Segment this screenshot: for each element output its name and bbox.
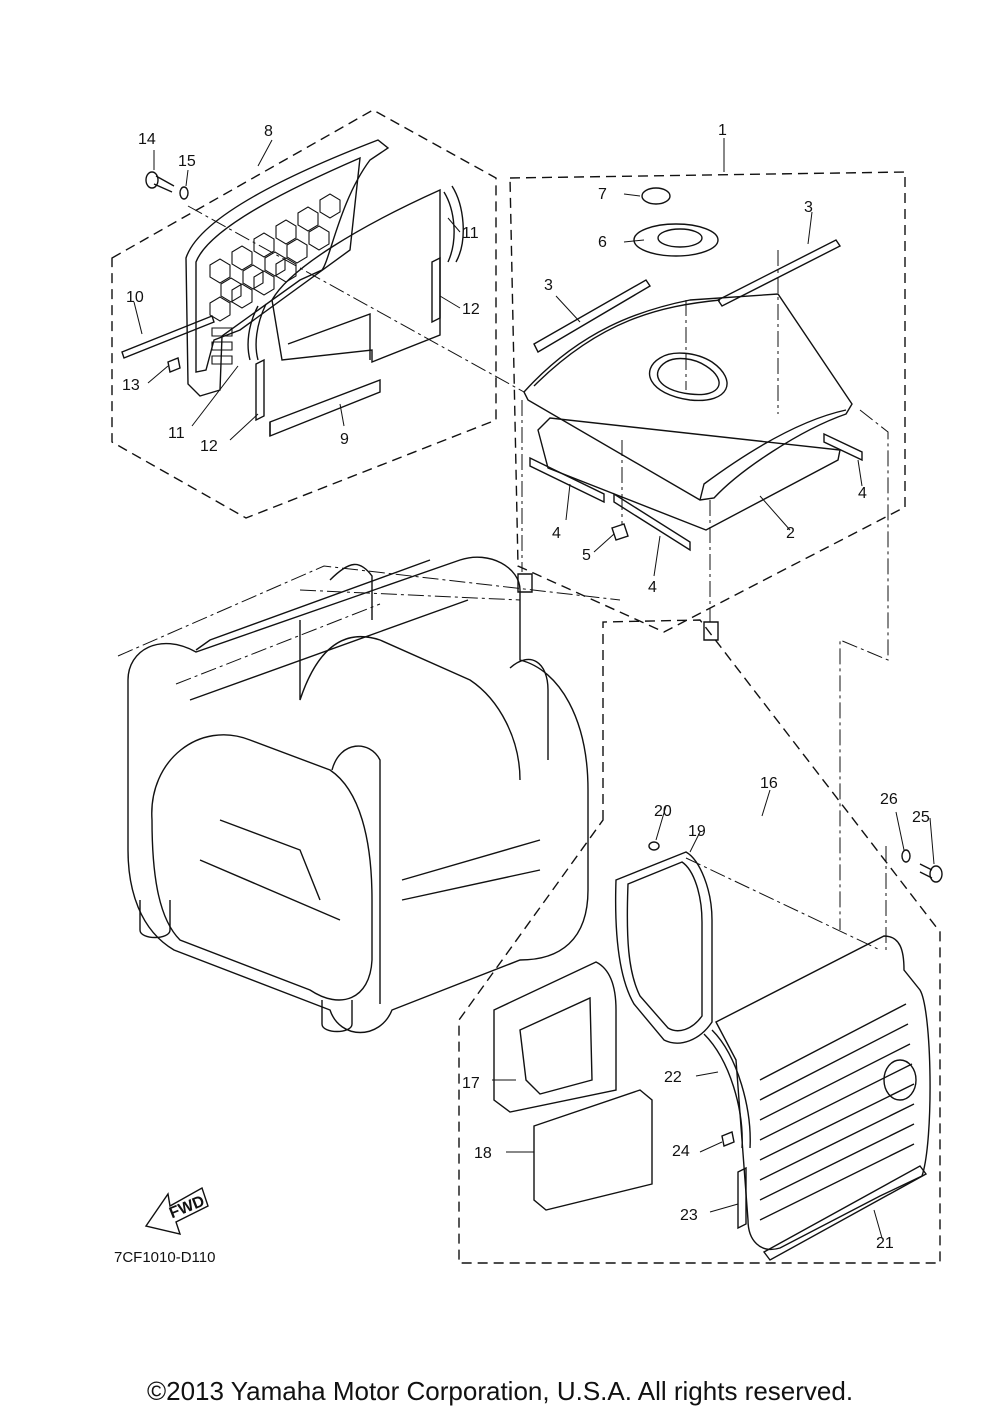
part-4-strip-mid [613, 492, 691, 552]
part-20-o-ring [648, 841, 660, 851]
part-9-seal [269, 378, 381, 438]
drawing-code: 7CF1010-D110 [114, 1249, 215, 1266]
group-box-1 [509, 171, 906, 633]
part-12-strip-lower [255, 358, 265, 422]
callout-labels: 1233444567891011111212131415161718192021… [122, 122, 930, 1252]
callout-10: 10 [126, 289, 144, 306]
part-11-seal-upper [443, 185, 464, 263]
callout-12a: 12 [462, 301, 480, 318]
callout-18: 18 [474, 1145, 492, 1162]
part-1-top-cover [523, 293, 853, 501]
callout-21: 21 [876, 1235, 894, 1252]
part-4-strip-right [823, 432, 863, 462]
part-12-strip-upper [431, 256, 441, 324]
callout-1: 1 [718, 122, 727, 139]
copyright-notice: ©2013 Yamaha Motor Corporation, U.S.A. A… [146, 1376, 854, 1406]
part-3-strip-left [533, 279, 651, 353]
callout-2: 2 [786, 525, 795, 542]
callout-3a: 3 [544, 277, 553, 294]
callout-20: 20 [654, 803, 672, 820]
callout-13: 13 [122, 377, 140, 394]
part-14-bolt [145, 171, 175, 193]
alignment-lines [117, 205, 889, 951]
callout-15: 15 [178, 153, 196, 170]
callout-11a: 11 [462, 225, 479, 242]
part-5-clip [611, 523, 629, 541]
callout-24: 24 [672, 1143, 690, 1160]
part-11-seal-lower [247, 303, 267, 361]
part-23-strip [737, 1166, 747, 1230]
part-7-cap [641, 187, 671, 205]
rubber-mount-right [703, 621, 719, 641]
part-8-rear-cover [185, 139, 390, 397]
group-box-16 [458, 619, 941, 1264]
rear-inner-panel [271, 188, 441, 364]
callout-8: 8 [264, 123, 273, 140]
main-frame [127, 556, 589, 1034]
callout-16: 16 [760, 775, 778, 792]
callout-14: 14 [138, 131, 156, 148]
callout-19: 19 [688, 823, 706, 840]
part-17-foam-frame [493, 961, 617, 1113]
callout-23: 23 [680, 1207, 698, 1224]
callout-4a: 4 [552, 525, 561, 542]
part-2-base-panel [537, 417, 841, 531]
callout-9: 9 [340, 431, 349, 448]
part-4-strip-left [529, 456, 605, 504]
callout-4c: 4 [858, 485, 867, 502]
callout-17: 17 [462, 1075, 480, 1092]
part-6-cap-base [633, 223, 719, 257]
callout-6: 6 [598, 234, 607, 251]
callout-22: 22 [664, 1069, 682, 1086]
callout-4b: 4 [648, 579, 657, 596]
part-18-foam-pad [533, 1089, 653, 1211]
part-10-rod [121, 315, 215, 359]
part-22-seal [703, 1029, 751, 1149]
rubber-mount-left [517, 573, 533, 593]
part-21-front-panel [715, 935, 931, 1261]
callout-11b: 11 [168, 425, 185, 442]
fwd-label: FWD [167, 1193, 207, 1222]
callout-26: 26 [880, 791, 898, 808]
callout-12b: 12 [200, 438, 218, 455]
fwd-arrow-icon [144, 1186, 209, 1235]
part-19-gasket [614, 851, 713, 1044]
part-24-clip [721, 1131, 735, 1147]
part-15-washer [179, 186, 189, 200]
callout-3b: 3 [804, 199, 813, 216]
callout-7: 7 [598, 186, 607, 203]
part-13-clip [167, 357, 181, 373]
part-26-washer [901, 849, 911, 863]
group-box-8 [111, 109, 497, 519]
part-25-bolt [919, 863, 943, 883]
callout-25: 25 [912, 809, 930, 826]
part-3-strip-right [716, 239, 842, 307]
leader-lines [133, 138, 935, 1239]
callout-5: 5 [582, 547, 591, 564]
